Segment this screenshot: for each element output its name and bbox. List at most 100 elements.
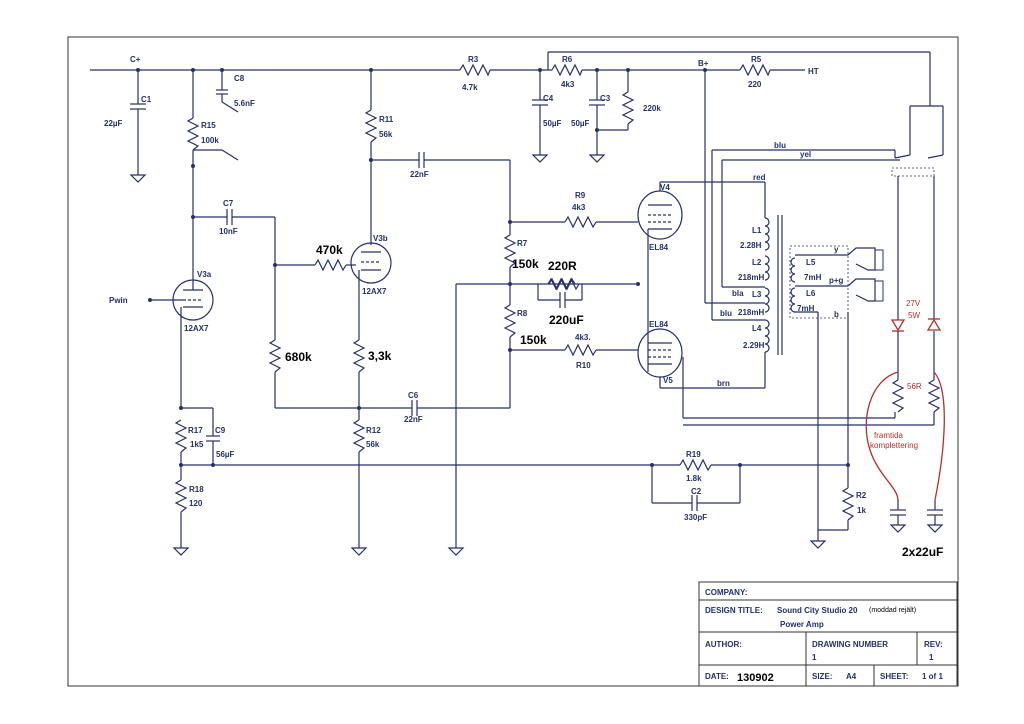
l2-label: L2 bbox=[752, 258, 762, 267]
rev-label: REV: bbox=[924, 640, 943, 649]
r10-label: R10 bbox=[576, 361, 591, 370]
r-mid-value: 220R bbox=[548, 259, 577, 273]
author-label: AUTHOR: bbox=[705, 640, 742, 649]
wire-yel-label: yel bbox=[800, 150, 811, 159]
sheet-label: SHEET: bbox=[880, 672, 908, 681]
wire-red-label: red bbox=[753, 173, 766, 182]
l6-value: 7mH bbox=[797, 304, 815, 313]
design-note: (moddad rejält) bbox=[869, 607, 916, 614]
impedance-switch bbox=[704, 70, 944, 321]
drawing-frame bbox=[67, 36, 959, 687]
c3-label: C3 bbox=[600, 94, 611, 103]
c8-label: C8 bbox=[234, 74, 245, 83]
design-title-label: DESIGN TITLE: bbox=[705, 606, 763, 615]
r8-value: 150k bbox=[520, 333, 547, 347]
c-plus-label: C+ bbox=[130, 55, 141, 64]
r3-label: R3 bbox=[468, 55, 479, 64]
r3-value: 4.7k bbox=[462, 83, 478, 92]
l4-label: L4 bbox=[752, 324, 762, 333]
r2-label: R2 bbox=[856, 491, 867, 500]
sheet-value: 1 of 1 bbox=[922, 672, 943, 681]
r17-value: 1k5 bbox=[190, 440, 204, 449]
l3-label: L3 bbox=[752, 290, 762, 299]
note-line2: komplettering bbox=[870, 441, 918, 450]
c2-value: 330pF bbox=[684, 513, 707, 522]
c7-capacitor bbox=[193, 209, 356, 408]
l5-label: L5 bbox=[806, 258, 816, 267]
c7-label: C7 bbox=[223, 199, 234, 208]
v3b-type: 12AX7 bbox=[362, 287, 387, 296]
c4-label: C4 bbox=[543, 94, 554, 103]
r19-label: R19 bbox=[686, 450, 701, 459]
phase-splitter bbox=[447, 215, 640, 556]
v4-label: V4 bbox=[660, 183, 670, 192]
r15-label: R15 bbox=[201, 121, 216, 130]
v3a-label: V3a bbox=[197, 270, 212, 279]
design-title: Sound City Studio 20 bbox=[777, 606, 858, 615]
tap-b-label: b bbox=[834, 310, 839, 319]
date-value: 130902 bbox=[737, 672, 774, 684]
r6-label: R6 bbox=[562, 55, 573, 64]
r9-label: R9 bbox=[575, 191, 586, 200]
r18-value: 120 bbox=[189, 499, 203, 508]
r56-value: 56R bbox=[907, 382, 922, 391]
date-label: DATE: bbox=[705, 672, 729, 681]
wire-brn-label: brn bbox=[717, 379, 730, 388]
v4-type: EL84 bbox=[649, 243, 669, 252]
company-label: COMPANY: bbox=[705, 588, 747, 597]
r-grid-value: 470k bbox=[316, 243, 343, 257]
v3a-plate-chain bbox=[186, 70, 239, 290]
caps-value: 2x22uF bbox=[902, 545, 943, 559]
pwin-label: Pwin bbox=[109, 296, 128, 305]
r11-value: 56k bbox=[379, 130, 393, 139]
c6-value: 22nF bbox=[404, 415, 423, 424]
r7-value: 150k bbox=[512, 257, 539, 271]
drawing-number: 1 bbox=[812, 653, 817, 662]
r17-label: R17 bbox=[188, 426, 203, 435]
r7-label: R7 bbox=[517, 239, 528, 248]
future-addition-network bbox=[683, 318, 945, 533]
r10-value: 4k3. bbox=[575, 333, 591, 342]
v3b-column bbox=[350, 70, 511, 556]
l4-value: 2.29H bbox=[743, 341, 765, 350]
r5-value: 220 bbox=[748, 80, 762, 89]
title-block bbox=[698, 581, 958, 687]
c3-value: 50µF bbox=[571, 119, 590, 128]
zener-watt: 5W bbox=[908, 311, 920, 320]
filter-caps bbox=[531, 70, 635, 163]
r6-value: 4k3 bbox=[561, 80, 575, 89]
c1-label: C1 bbox=[141, 95, 152, 104]
c9-label: C9 bbox=[215, 426, 226, 435]
v3a-cathode-network bbox=[172, 406, 220, 556]
wire-blu2-label: blu bbox=[720, 309, 732, 318]
l6-label: L6 bbox=[806, 289, 816, 298]
c6-capacitor bbox=[275, 350, 511, 416]
l1-label: L1 bbox=[752, 226, 762, 235]
c-mid-value: 220uF bbox=[549, 313, 584, 327]
note-line1: framtida bbox=[874, 431, 903, 440]
c9-value: 56µF bbox=[216, 450, 235, 459]
v5-label: V5 bbox=[663, 376, 673, 385]
tap-pg-label: p+g bbox=[829, 276, 844, 285]
v3a-type: 12AX7 bbox=[184, 324, 209, 333]
rev-value: 1 bbox=[929, 653, 934, 662]
r2-value: 1k bbox=[857, 506, 866, 515]
c1-capacitor bbox=[129, 70, 147, 183]
size-label: SIZE: bbox=[812, 672, 832, 681]
v5-tube bbox=[637, 328, 895, 419]
r12-value: 56k bbox=[366, 440, 380, 449]
r-33-value: 3,3k bbox=[368, 349, 392, 363]
v5-type: EL84 bbox=[649, 320, 669, 329]
r8-label: R8 bbox=[517, 309, 528, 318]
ht-label: HT bbox=[808, 67, 819, 76]
c-cpl-value: 22nF bbox=[410, 170, 429, 179]
r-680-value: 680k bbox=[285, 350, 312, 364]
c7-value: 10nF bbox=[219, 227, 238, 236]
top-rail bbox=[90, 51, 931, 106]
v3b-label: V3b bbox=[373, 234, 388, 243]
l3-value: 218mH bbox=[738, 308, 764, 317]
r15-value: 100k bbox=[201, 136, 219, 145]
zener-value: 27V bbox=[906, 299, 921, 308]
feedback-network bbox=[181, 312, 855, 530]
v4-tube bbox=[637, 181, 765, 372]
